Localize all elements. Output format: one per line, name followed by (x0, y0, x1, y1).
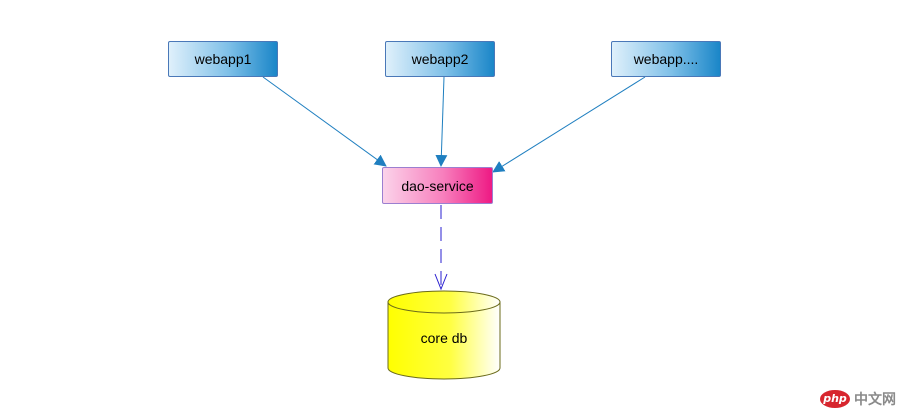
webapp2-node[interactable]: webapp2 (385, 41, 495, 77)
watermark-text: 中文网 (854, 392, 896, 408)
database-cylinder-icon (387, 290, 501, 380)
webapp-more-node[interactable]: webapp.... (611, 41, 721, 77)
watermark: php 中文网 (820, 389, 896, 409)
edge-webapp3-dao (492, 76, 646, 173)
webapp2-label: webapp2 (411, 51, 469, 67)
webapp1-node[interactable]: webapp1 (168, 41, 278, 77)
dao-service-label: dao-service (401, 177, 474, 194)
webapp1-label: webapp1 (194, 51, 252, 67)
core-db-node[interactable]: core db (387, 290, 501, 380)
edge-webapp2-dao (435, 76, 448, 167)
edge-webapp1-dao (262, 76, 387, 167)
dashed-arrowhead (434, 273, 448, 291)
webapp-more-label: webapp.... (633, 51, 699, 67)
dao-service-node[interactable]: dao-service (382, 167, 493, 204)
php-logo: php (820, 390, 850, 408)
core-db-label: core db (420, 330, 468, 346)
